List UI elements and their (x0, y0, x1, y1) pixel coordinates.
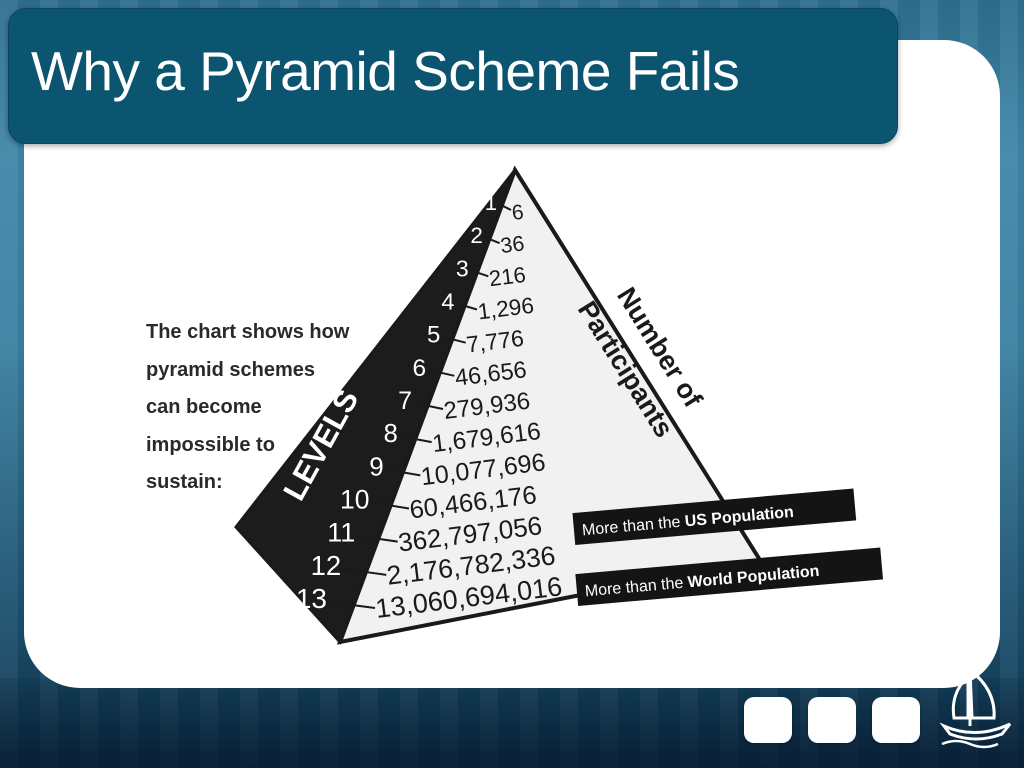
nav-button-3[interactable] (872, 697, 920, 743)
level-number: 7 (398, 387, 412, 415)
nav-button-1[interactable] (744, 697, 792, 743)
caption-line: sustain: (146, 471, 223, 493)
caption-line: impossible to (146, 433, 275, 456)
leader-tick (328, 601, 376, 609)
caption-line: The chart shows how (146, 321, 350, 343)
level-number: 4 (441, 289, 454, 315)
caption-line: can become (146, 396, 262, 418)
leader-tick (385, 468, 421, 477)
level-number: 11 (327, 518, 355, 548)
participant-count: 6 (511, 201, 525, 225)
level-number: 10 (340, 485, 369, 515)
us-banner-background (572, 488, 857, 545)
slide-title: Why a Pyramid Scheme Fails (31, 40, 740, 102)
leader-tick (427, 368, 455, 377)
leader-tick (413, 402, 444, 410)
participant-count: 216 (488, 262, 527, 291)
participant-count: 36 (499, 231, 526, 258)
level-number: 5 (427, 322, 440, 349)
leader-tick (343, 567, 387, 576)
level-number: 3 (456, 255, 469, 281)
leader-lines (328, 203, 512, 609)
level-number: 2 (470, 223, 483, 248)
leader-tick (484, 236, 501, 245)
leader-tick (399, 435, 432, 444)
title-bar: Why a Pyramid Scheme Fails (8, 8, 898, 144)
caption-line: pyramid schemes (146, 358, 315, 381)
world-population-banner: More than the World Population (575, 547, 884, 606)
leader-tick (456, 302, 478, 311)
us-population-banner: More than the US Population (572, 488, 857, 545)
level-number: 6 (413, 355, 427, 382)
leader-tick (470, 269, 489, 278)
world-banner-background (575, 547, 884, 606)
leader-tick (498, 203, 512, 211)
leader-tick (371, 501, 410, 510)
nav-button-2[interactable] (808, 697, 856, 743)
level-number: 1 (485, 190, 497, 215)
level-number: 12 (311, 550, 342, 581)
level-number: 13 (296, 583, 327, 614)
level-number: 8 (384, 420, 398, 448)
caption: The chart shows how pyramid schemes can … (146, 314, 386, 502)
level-number: 9 (369, 451, 383, 481)
leader-tick (357, 534, 398, 543)
leader-tick (442, 335, 466, 344)
sailboat-logo-icon (939, 666, 1012, 749)
